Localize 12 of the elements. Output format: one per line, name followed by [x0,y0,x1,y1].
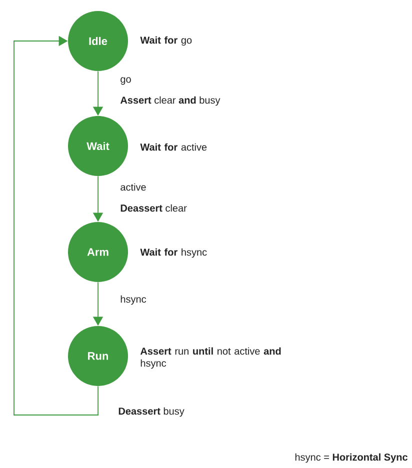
footnote-text: hsync = Horizontal Sync [295,453,408,463]
action-text: Wait for active [140,143,207,151]
action-text: Deassert busy [118,407,184,417]
action-text: Assert run until not active and hsync [140,347,281,369]
action-text: Wait for go [140,36,192,46]
action-text: Assert clear and busy [120,96,220,106]
edge-label: go [120,77,131,85]
action-text: Wait for hsync [140,248,207,258]
action-text: Deassert clear [120,204,187,212]
edge-label: active [120,183,146,191]
edge-label: hsync [120,295,146,305]
arrow [14,36,98,416]
